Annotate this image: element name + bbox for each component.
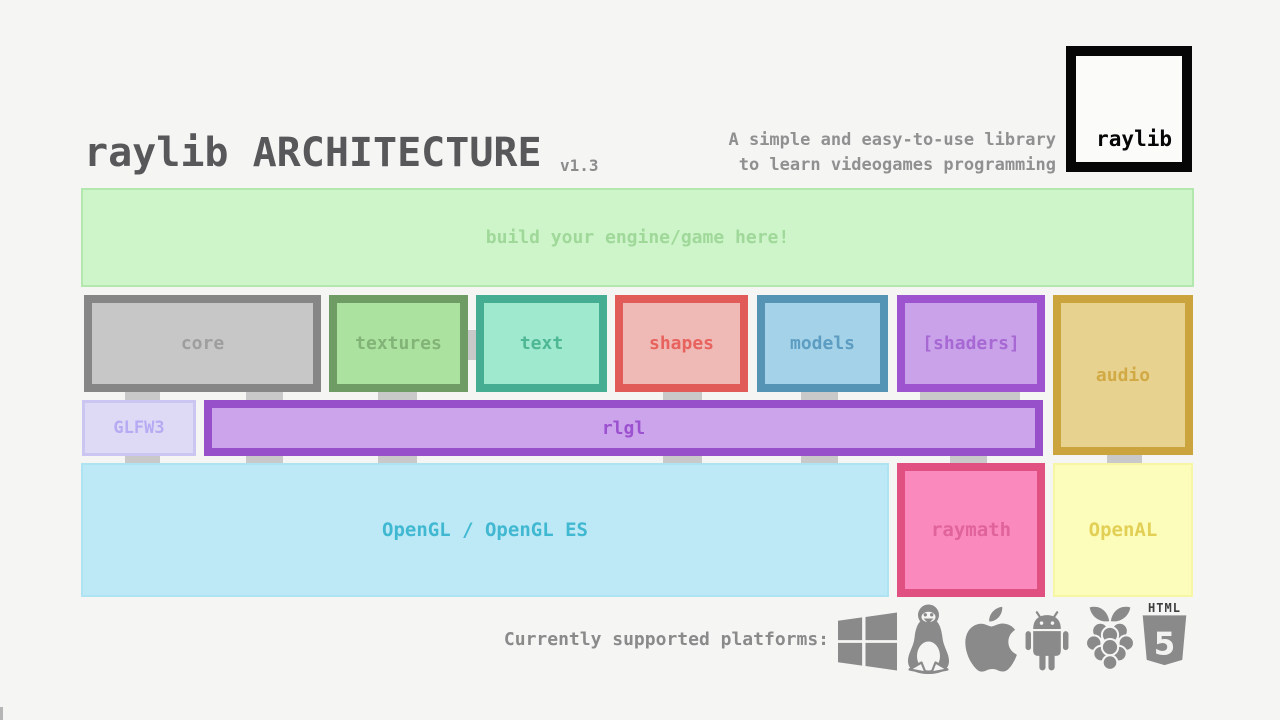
html5-icon: HTML 5 [1140, 602, 1189, 674]
raspberry-pi-icon [1084, 604, 1136, 674]
tagline-line1: A simple and easy-to-use library [728, 130, 1056, 150]
linux-tux-icon [903, 604, 954, 675]
opengl-box: OpenGL / OpenGL ES [81, 463, 889, 597]
raylib-logo: raylib [1066, 46, 1192, 172]
module-textures: textures [329, 295, 468, 392]
platforms-label: Currently supported platforms: [503, 629, 829, 650]
module-shapes: shapes [615, 295, 748, 392]
html5-number: 5 [1154, 626, 1175, 662]
version-label: v1.3 [560, 156, 599, 175]
module-models: models [757, 295, 888, 392]
page-title: raylib ARCHITECTURE [84, 130, 542, 176]
glfw3-box: GLFW3 [82, 400, 196, 456]
module-text: text [476, 295, 607, 392]
rlgl-box: rlgl [204, 400, 1043, 456]
module-shaders: [shaders] [897, 295, 1045, 392]
android-icon [1023, 609, 1071, 673]
tagline: A simple and easy-to-use library to lear… [728, 128, 1056, 178]
corner-artifact [0, 707, 3, 720]
tagline-line2: to learn videogames programming [738, 155, 1056, 175]
html5-badge-text: HTML [1148, 601, 1181, 615]
windows-icon [838, 610, 897, 673]
engine-box: build your engine/game here! [81, 188, 1194, 287]
raylib-logo-text: raylib [1096, 127, 1172, 151]
raymath-box: raymath [897, 463, 1045, 597]
module-audio: audio [1053, 295, 1193, 455]
module-core: core [84, 295, 321, 392]
openal-box: OpenAL [1053, 463, 1193, 597]
apple-icon [960, 606, 1018, 673]
